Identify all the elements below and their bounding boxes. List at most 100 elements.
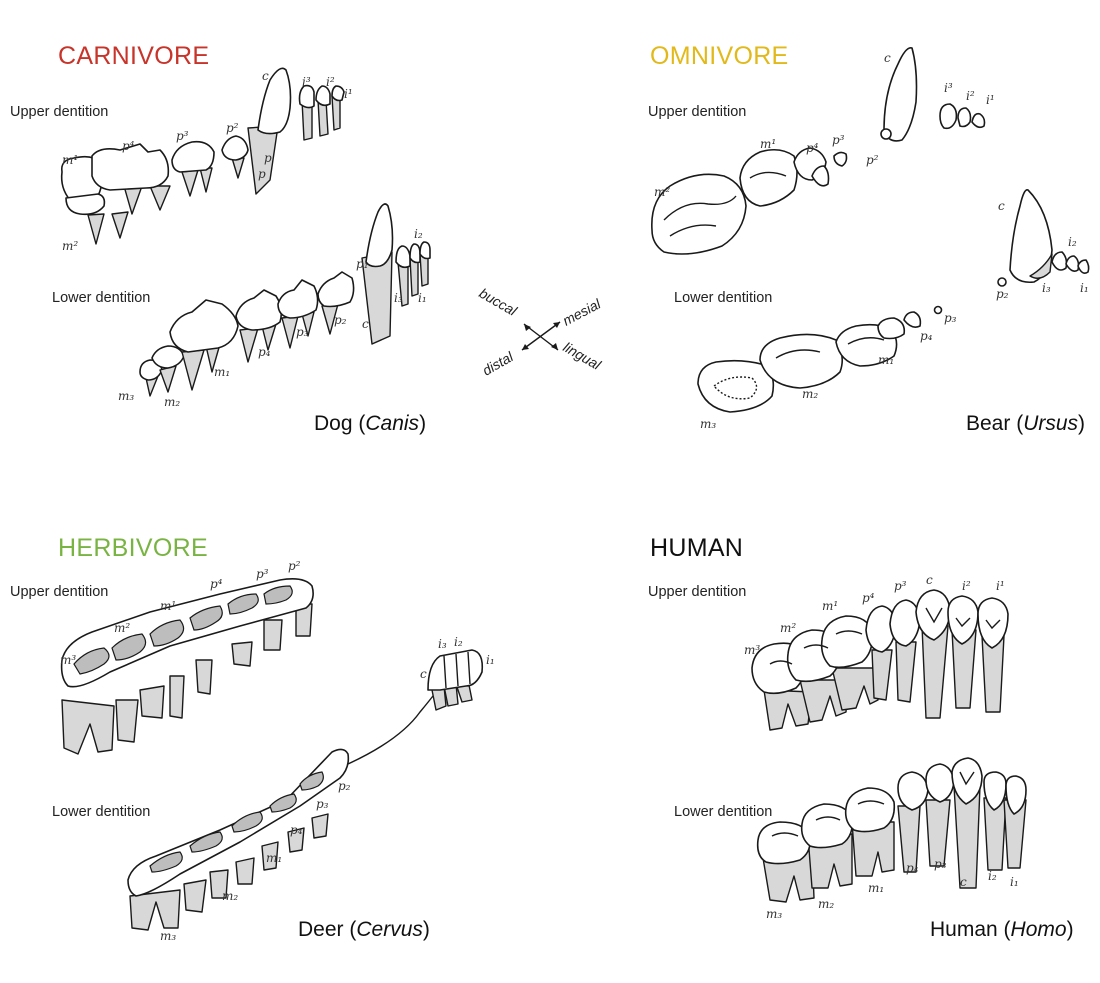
carnivore-label-i1: i¹	[344, 87, 353, 101]
carnivore-label-m1-lower: m₁	[214, 365, 230, 379]
carnivore-label-c-lower: c	[362, 317, 369, 331]
omnivore-label-i2: i²	[966, 89, 975, 103]
human-label-p4-lower: p₄	[906, 861, 919, 875]
carnivore-caption: Dog (Canis)	[314, 412, 427, 435]
omnivore-label-p4-lower: p₄	[920, 329, 933, 343]
herbivore-label-m3: m³	[60, 653, 76, 667]
human-label-i1-lower: i₁	[1010, 875, 1019, 889]
carnivore-label-m1: m¹	[62, 153, 78, 167]
omnivore-label-i1-lower: i₁	[1080, 281, 1089, 295]
carnivore-label-p4-lower: p₄	[258, 345, 271, 359]
herbivore-upper-label: Upper dentition	[10, 584, 109, 600]
omnivore-label-i3: i³	[944, 81, 953, 95]
human-label-i1: i¹	[996, 579, 1005, 593]
carnivore-label-p-b: p	[258, 167, 266, 181]
omnivore-label-i1: i¹	[986, 93, 995, 107]
omnivore-label-i2-lower: i₂	[1068, 235, 1077, 249]
carnivore-label-p3: p³	[176, 129, 189, 143]
human-label-c: c	[926, 573, 933, 587]
human-caption: Human (Homo)	[930, 918, 1074, 941]
human-label-i2-lower: i₂	[988, 869, 997, 883]
carnivore-label-i3-lower: i₃	[394, 291, 403, 305]
omnivore-heading: OMNIVORE	[650, 42, 789, 70]
herbivore-caption: Deer (Cervus)	[298, 918, 430, 941]
herbivore-label-p2: p²	[288, 559, 301, 573]
carnivore-label-i1-lower: i₁	[418, 291, 427, 305]
herbivore-heading: HERBIVORE	[58, 534, 208, 562]
omnivore-label-c: c	[884, 51, 891, 65]
herbivore-label-p3-lower: p₃	[316, 797, 329, 811]
herbivore-lower-teeth	[127, 649, 484, 931]
human-label-c-lower: c	[960, 875, 967, 889]
herbivore-label-i2: i₂	[454, 635, 463, 649]
omnivore-label-p3-lower: p₃	[944, 311, 957, 325]
herbivore-label-p2-lower: p₂	[338, 779, 351, 793]
carnivore-label-p4: p⁴	[122, 139, 135, 153]
carnivore-upper-teeth	[60, 67, 345, 245]
human-lower-teeth	[756, 757, 1027, 903]
herbivore-lower-label: Lower dentition	[52, 804, 151, 820]
carnivore-label-p1: p₁	[356, 257, 369, 271]
herbivore-label-c: c	[420, 667, 427, 681]
herbivore-label-m2-lower: m₂	[222, 889, 238, 903]
human-label-m1-lower: m₁	[868, 881, 884, 895]
omnivore-label-p2-lower: p₂	[996, 287, 1009, 301]
carnivore-label-p2-lower: p₂	[334, 313, 347, 327]
omnivore-label-p4: p⁴	[806, 141, 819, 155]
herbivore-tooth-labels: m³ m² m¹ p⁴ p³ p² i₃ i₂ c i₁ p₂ p₃ p₄ m₁…	[60, 559, 495, 943]
carnivore-label-p2: p²	[226, 121, 239, 135]
omnivore-label-m1-lower: m₁	[878, 353, 894, 367]
human-lower-label: Lower dentition	[674, 804, 773, 820]
carnivore-label-c: c	[262, 69, 269, 83]
human-tooth-labels: m³ m² m¹ p⁴ p³ c i² i¹ m₃ m₂ m₁ p₄ p₃ c …	[744, 573, 1019, 921]
carnivore-label-m2-lower: m₂	[164, 395, 180, 409]
carnivore-label-m3-lower: m₃	[118, 389, 134, 403]
carnivore-label-p-a: p	[264, 151, 272, 165]
carnivore-lower-label: Lower dentition	[52, 290, 151, 306]
omnivore-label-m3-lower: m₃	[700, 417, 716, 431]
human-label-p4: p⁴	[862, 591, 875, 605]
human-label-m3-lower: m₃	[766, 907, 782, 921]
herbivore-label-i3: i₃	[438, 637, 447, 651]
carnivore-upper-label: Upper dentition	[10, 104, 109, 120]
human-label-m3: m³	[744, 643, 760, 657]
herbivore-label-m2: m²	[114, 621, 130, 635]
omnivore-lower-label: Lower dentition	[674, 290, 773, 306]
carnivore-label-i3: i³	[302, 75, 311, 89]
herbivore-label-m1: m¹	[160, 599, 176, 613]
herbivore-upper-teeth	[60, 578, 314, 755]
omnivore-caption: Bear (Ursus)	[966, 412, 1086, 435]
carnivore-label-i2-lower: i₂	[414, 227, 423, 241]
human-label-i2: i²	[962, 579, 971, 593]
omnivore-label-m2: m²	[654, 185, 670, 199]
human-label-m1: m¹	[822, 599, 838, 613]
herbivore-label-p3: p³	[256, 567, 269, 581]
omnivore-label-i3-lower: i₃	[1042, 281, 1051, 295]
herbivore-label-i1: i₁	[486, 653, 495, 667]
omnivore-label-m1: m¹	[760, 137, 776, 151]
human-label-p3-lower: p₃	[934, 857, 947, 871]
herbivore-label-p4-lower: p₄	[290, 823, 303, 837]
human-heading: HUMAN	[650, 534, 744, 562]
human-label-p3: p³	[894, 579, 907, 593]
omnivore-tooth-labels: c i³ i² i¹ m¹ p⁴ p³ p² m² c i₂ p₂ i₃ i₁ …	[654, 51, 1089, 431]
herbivore-label-p4: p⁴	[210, 577, 223, 591]
omnivore-lower-teeth	[697, 189, 1090, 413]
omnivore-upper-teeth	[651, 47, 986, 255]
human-upper-teeth	[751, 589, 1009, 731]
omnivore-label-c-lower: c	[998, 199, 1005, 213]
omnivore-label-p3: p³	[832, 133, 845, 147]
carnivore-label-p3-lower: p₃	[296, 325, 309, 339]
omnivore-upper-label: Upper dentition	[648, 104, 747, 120]
human-label-m2: m²	[780, 621, 796, 635]
carnivore-label-i2: i²	[326, 75, 335, 89]
carnivore-label-m2: m²	[62, 239, 78, 253]
carnivore-heading: CARNIVORE	[58, 42, 210, 70]
human-upper-label: Upper dentition	[648, 584, 747, 600]
human-label-m2-lower: m₂	[818, 897, 834, 911]
